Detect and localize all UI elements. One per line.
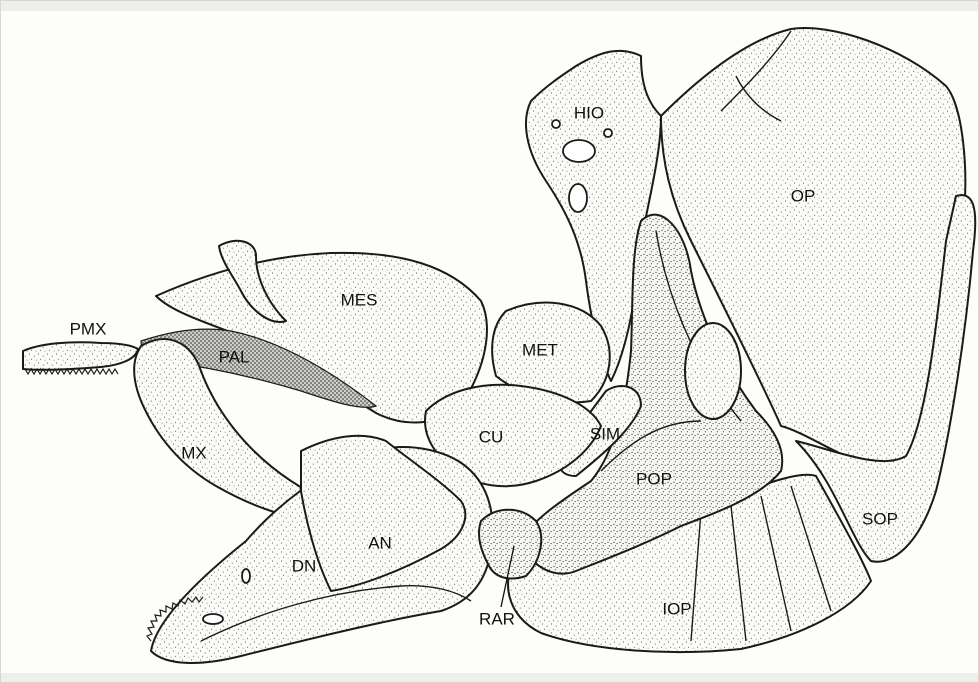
premaxilla-bone [23, 342, 138, 370]
label-dn: DN [292, 556, 317, 575]
label-pop: POP [636, 469, 672, 488]
label-mes: MES [341, 290, 378, 309]
label-hio: HIO [574, 103, 604, 122]
label-op: OP [791, 186, 816, 205]
hyomandibular-foramen [563, 140, 595, 162]
label-mx: MX [181, 443, 207, 462]
dentary-foramen [203, 614, 223, 624]
label-cu: CU [479, 427, 504, 446]
label-pal: PAL [219, 347, 250, 366]
label-an: AN [368, 533, 392, 552]
label-iop: IOP [662, 599, 691, 618]
hyomandibular-pore [552, 120, 560, 128]
retroarticular-bone [479, 510, 541, 579]
label-sim: SIM [590, 424, 620, 443]
label-rar: RAR [479, 609, 515, 628]
label-pmx: PMX [70, 319, 107, 338]
label-sop: SOP [862, 509, 898, 528]
preopercle-lobe [685, 323, 741, 419]
label-met: MET [522, 340, 558, 359]
hyomandibular-foramen-small [569, 184, 587, 212]
hyomandibular-pore-2 [604, 129, 612, 137]
dentary-foramen-2 [242, 569, 250, 583]
